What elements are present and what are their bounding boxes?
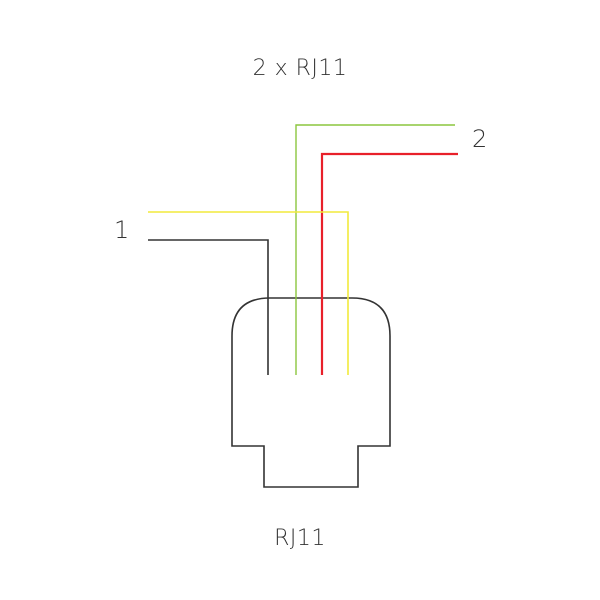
black-wire bbox=[148, 239, 269, 375]
diagram-title: 2 x RJ11 bbox=[252, 56, 348, 81]
cable-label-2: 2 bbox=[472, 125, 488, 153]
yellow-wire bbox=[148, 211, 349, 375]
cable-label-1: 1 bbox=[114, 216, 130, 244]
red-wire bbox=[320, 152, 458, 375]
rj11-connector-outline bbox=[231, 297, 391, 488]
green-wire bbox=[295, 124, 455, 375]
connector-label: RJ11 bbox=[274, 526, 326, 551]
